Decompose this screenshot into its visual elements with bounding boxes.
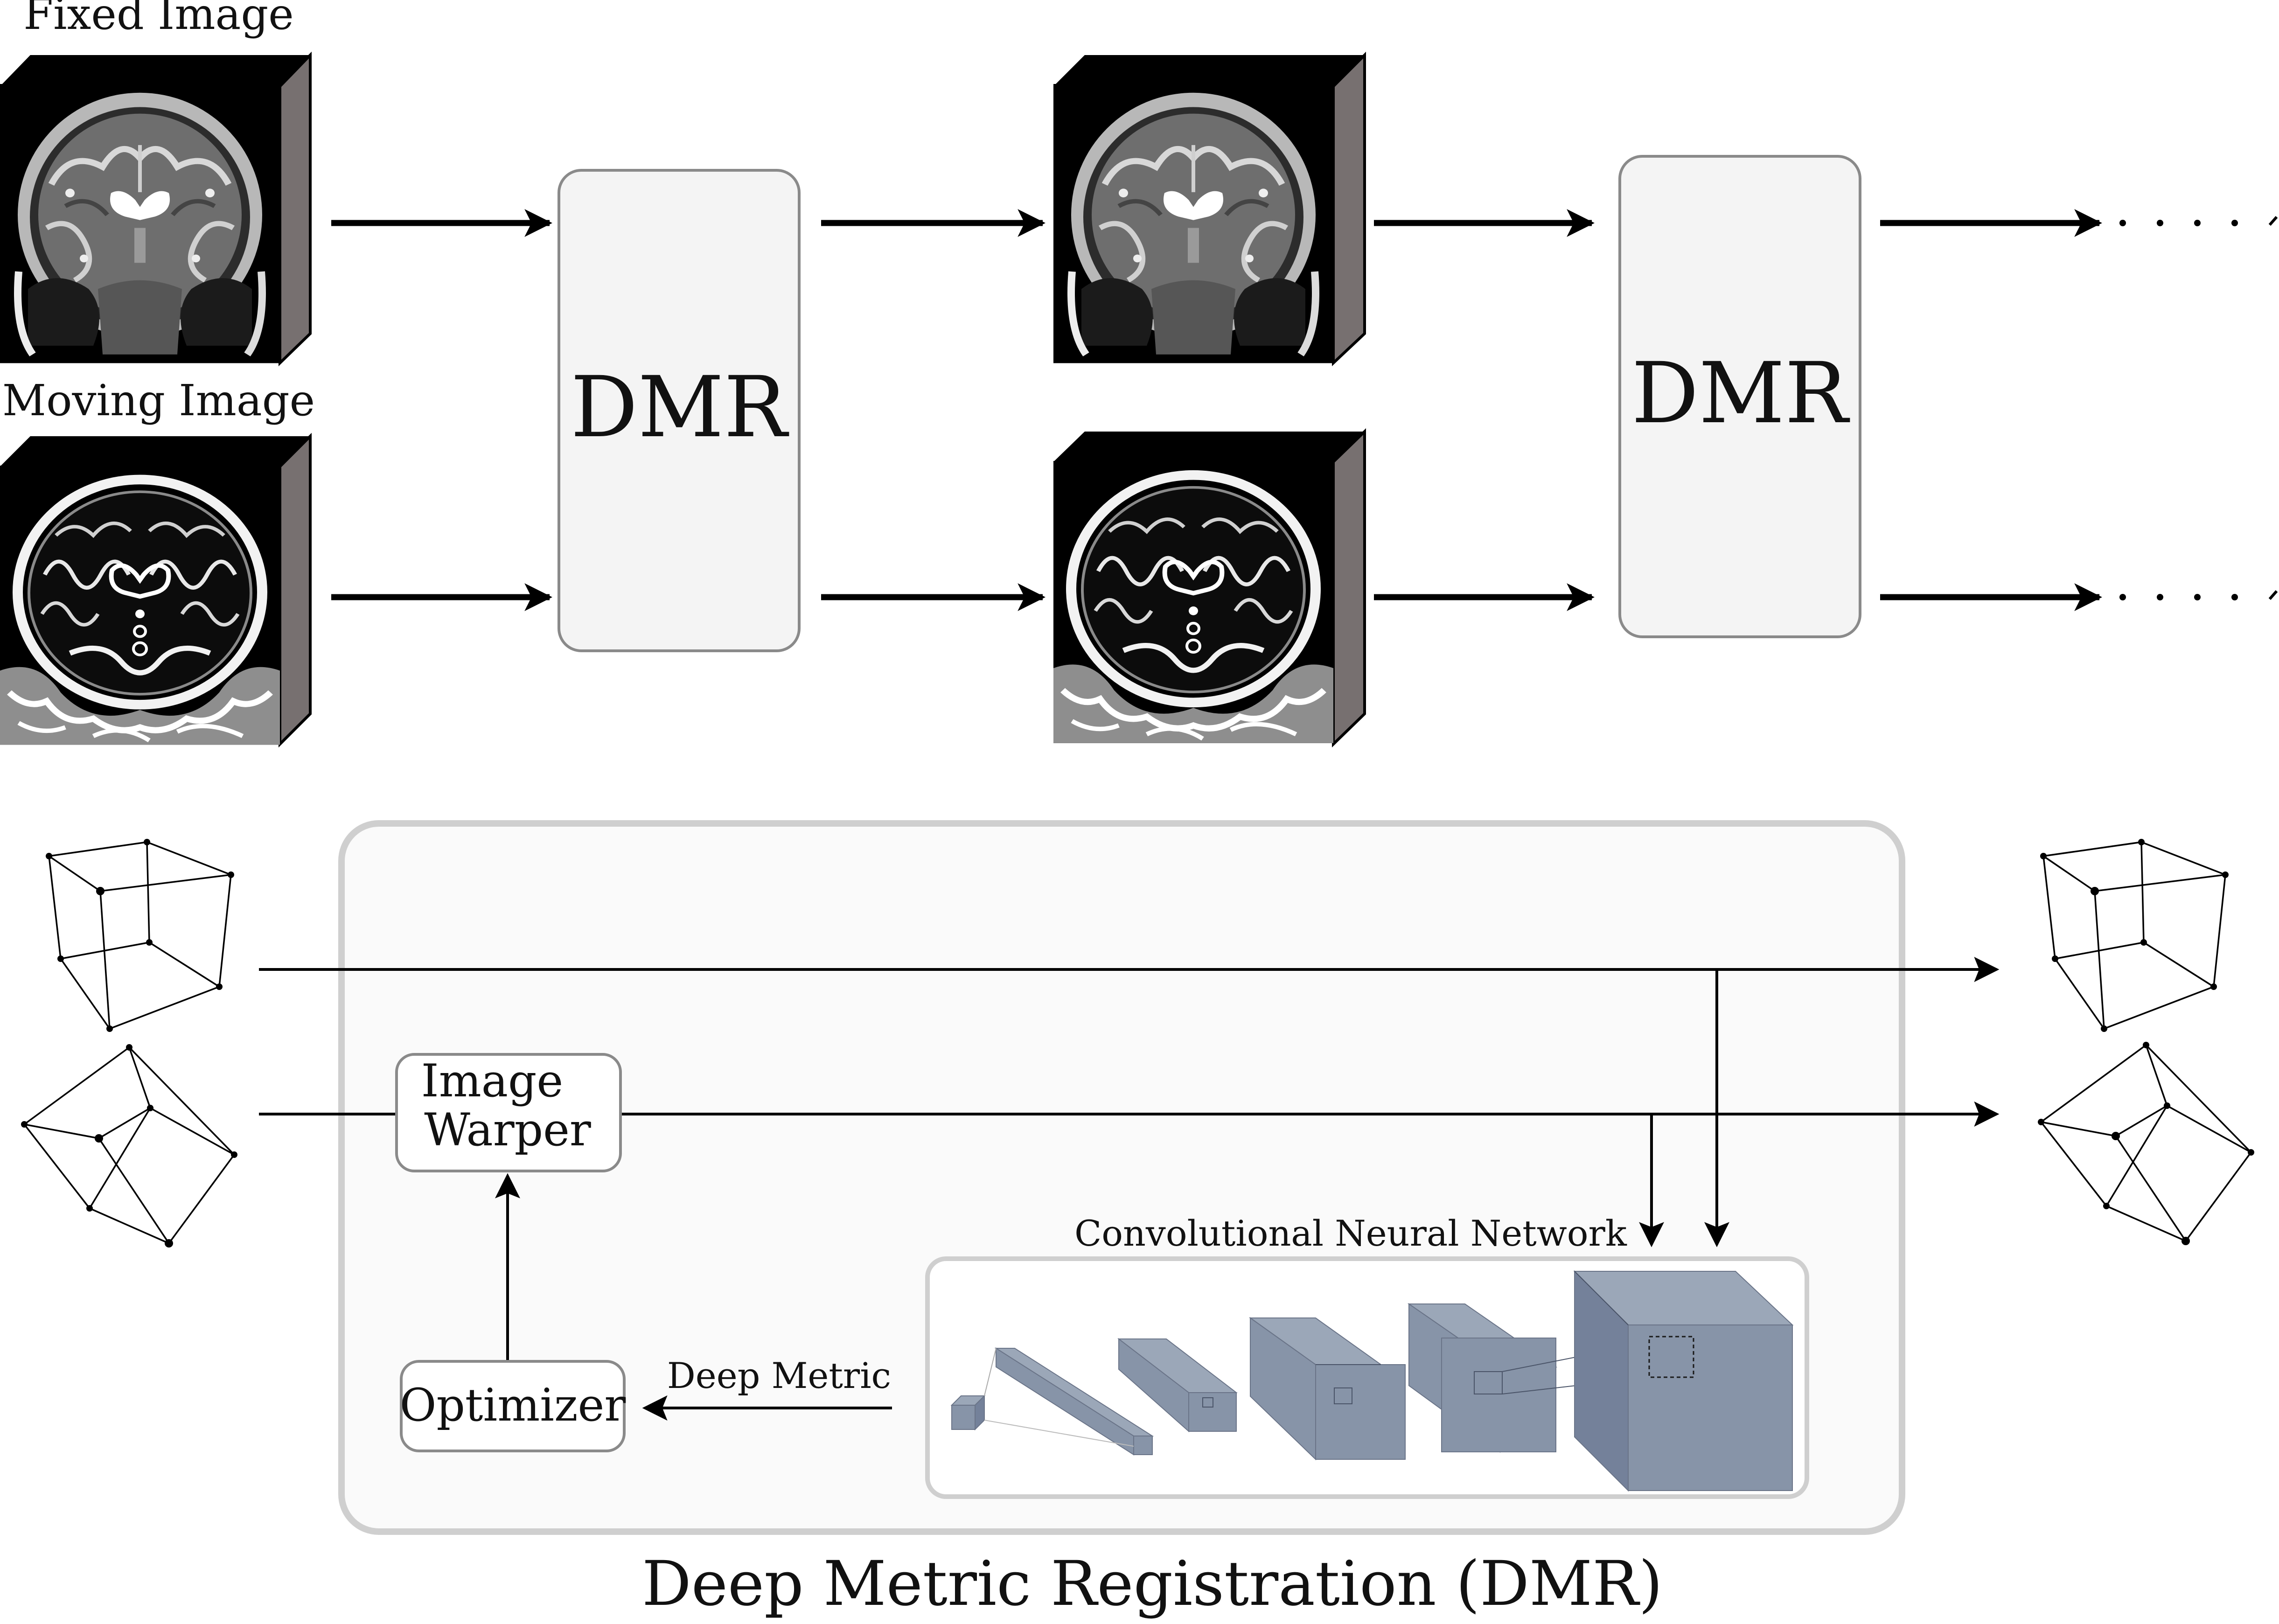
cnn-layers (950, 1270, 1794, 1492)
image-warper-label-line2: Warper (424, 1104, 591, 1156)
wireframe-cube-icon (45, 838, 235, 1033)
cnn-layer-2 (994, 1347, 1154, 1456)
panel-flow-lines (259, 957, 2000, 1421)
image-warper-box: Image Warper (395, 1053, 622, 1172)
brain-mri-fixed-icon (1053, 84, 1333, 363)
moving-image-volume-stage2 (1053, 428, 1366, 744)
caption: Deep Metric Registration (DMR) (642, 1548, 1663, 1620)
dmr-block-1-label: DMR (571, 359, 789, 456)
moving-image-label: Moving Image (2, 376, 315, 425)
brain-mri-moving-icon (0, 466, 280, 745)
cnn-layer-6 (1573, 1270, 1794, 1492)
cnn-layer-3 (1117, 1338, 1238, 1433)
brain-mri-moving-icon (1053, 461, 1333, 743)
dmr-block-1: DMR (558, 169, 801, 652)
image-warper-label-line1: Image (421, 1055, 563, 1107)
wireframe-cube-icon (20, 1043, 238, 1248)
top-arrows (331, 209, 2102, 611)
wireframe-cube-icon (2039, 838, 2230, 1033)
continuation-dots (2119, 216, 2278, 600)
optimizer-box: Optimizer (400, 1360, 626, 1452)
deep-metric-label: Deep Metric (667, 1355, 891, 1396)
fixed-image-volume (0, 51, 312, 363)
cnn-label: Convolutional Neural Network (1074, 1213, 1627, 1254)
fixed-image-volume-stage2 (1053, 51, 1366, 363)
moving-image-volume (0, 432, 312, 745)
wireframe-cube-icon (2037, 1041, 2255, 1246)
cnn-layer-4 (1248, 1317, 1406, 1461)
optimizer-label: Optimizer (400, 1379, 626, 1431)
cnn-layer-5 (1407, 1303, 1558, 1453)
dmr-block-2-label: DMR (1631, 345, 1850, 442)
cnn-layer-1 (950, 1394, 986, 1431)
fixed-image-label: Fixed Image (23, 0, 294, 39)
dmr-block-2: DMR (1618, 155, 1861, 638)
brain-mri-fixed-icon (0, 84, 280, 363)
